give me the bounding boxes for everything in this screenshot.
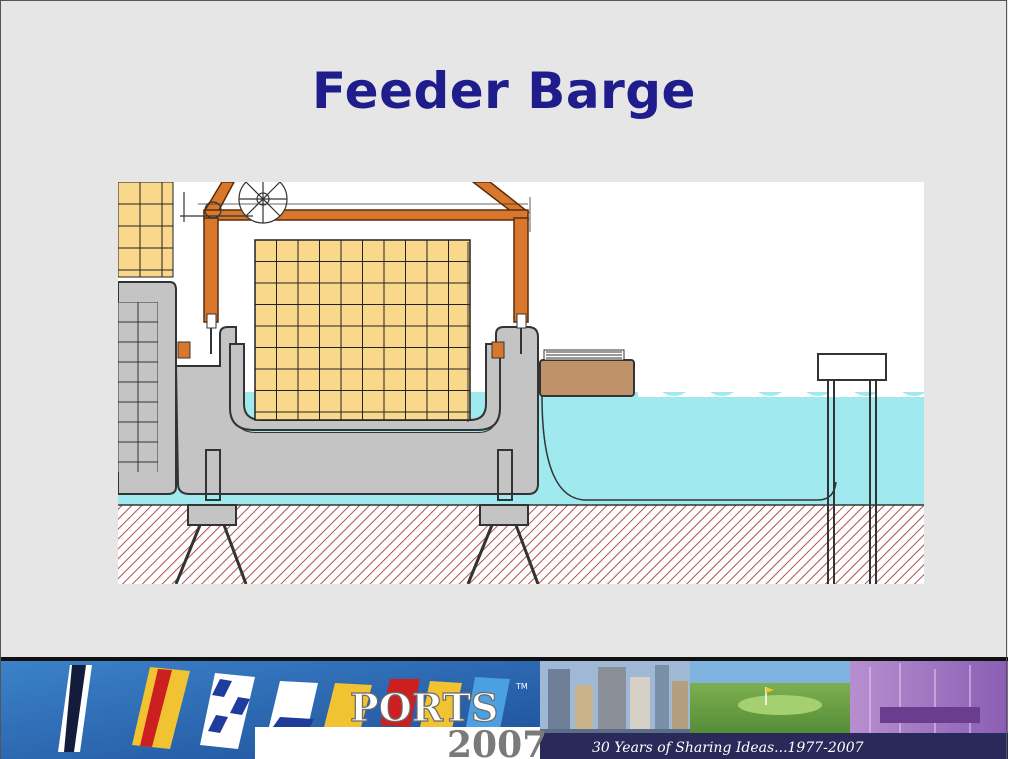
footer-banner: 30 Years of Sharing Ideas...1977-2007 PO… <box>0 657 1008 759</box>
slide-title: Feeder Barge <box>0 62 1008 120</box>
footer-tagline: 30 Years of Sharing Ideas...1977-2007 <box>592 740 864 756</box>
feeder-barge-diagram <box>118 182 924 584</box>
ship-hold-grid <box>118 302 158 472</box>
ship-deck-containers <box>118 182 173 277</box>
floating-pontoon <box>540 350 634 396</box>
logo-year: 2007 <box>447 724 547 759</box>
logo-trademark: TM <box>515 682 528 691</box>
container-block <box>255 240 470 420</box>
